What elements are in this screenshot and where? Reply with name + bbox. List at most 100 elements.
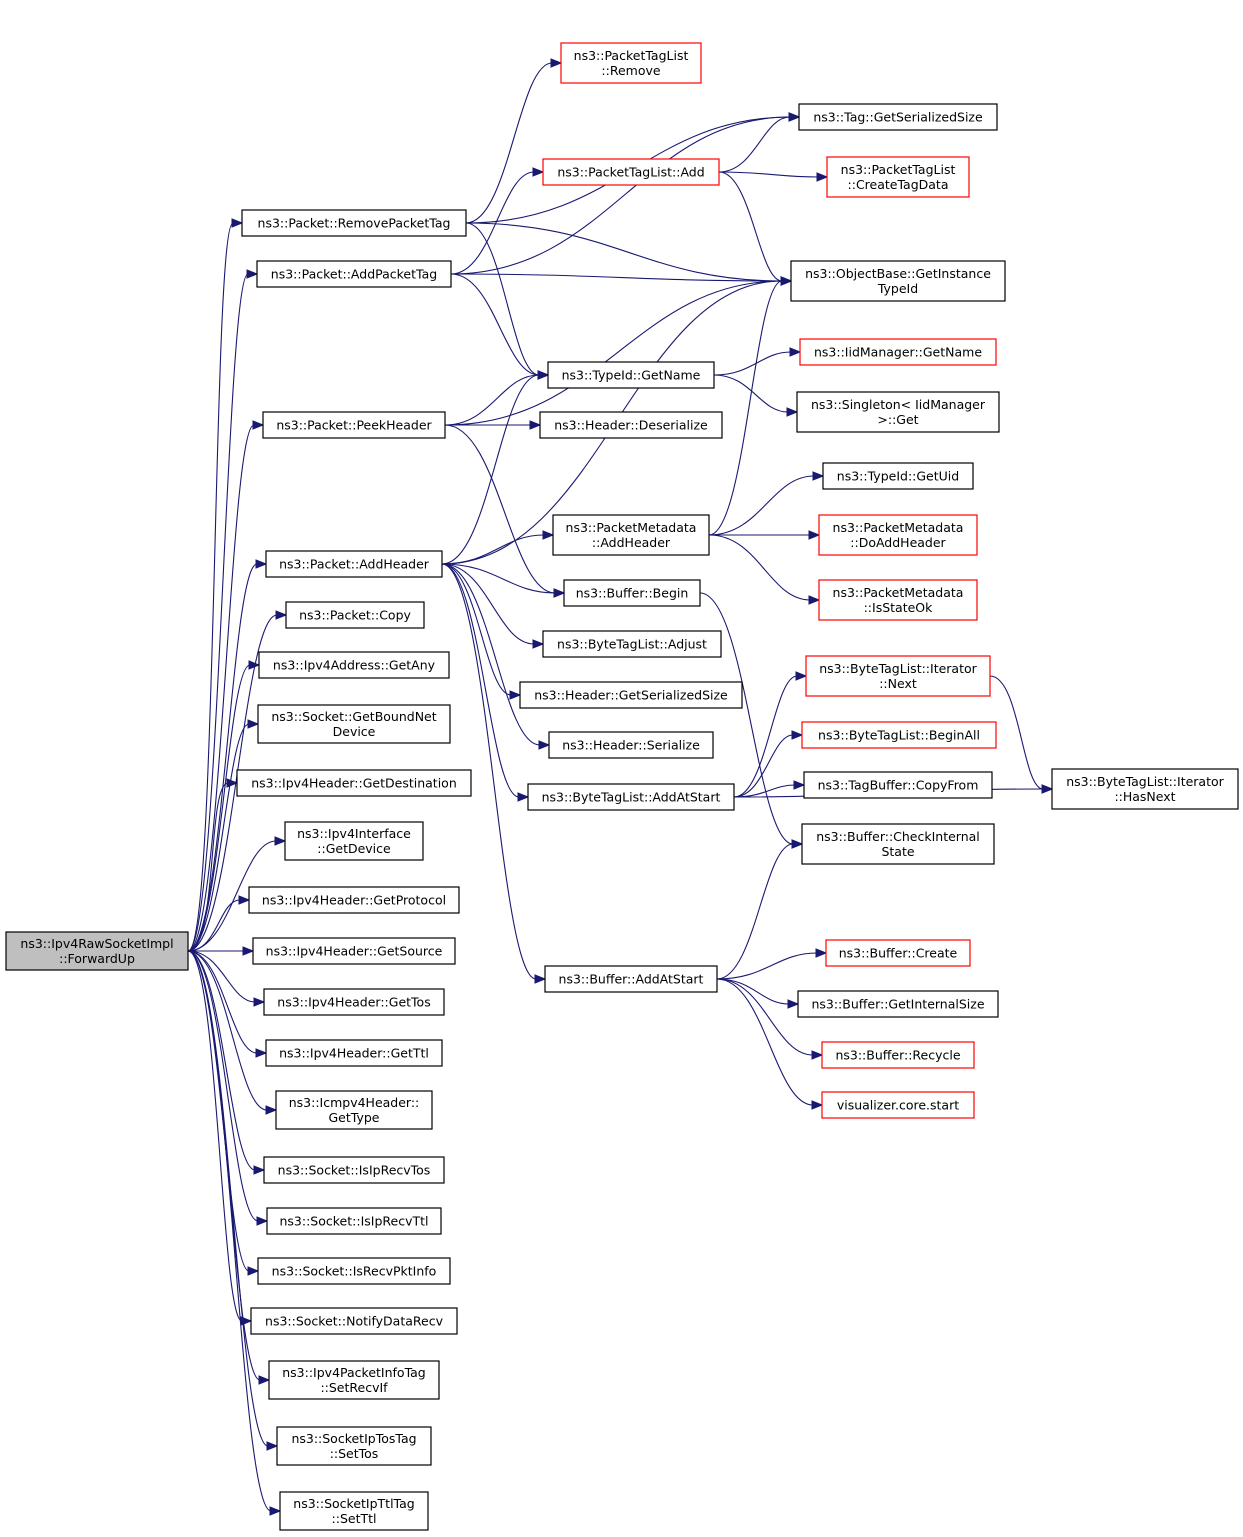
node-label: ns3::Packet::AddPacketTag	[271, 267, 437, 282]
node-label: ns3::Tag::GetSerializedSize	[813, 110, 983, 125]
edge-root-to-get-tos	[187, 950, 266, 1007]
node-add-packet-tag[interactable]: ns3::Packet::AddPacketTag	[256, 260, 452, 288]
node-label: ns3::PacketTagList	[841, 162, 956, 177]
node-if-get-device[interactable]: ns3::Ipv4Interface::GetDevice	[284, 821, 424, 861]
node-tag-buffer-copy-from[interactable]: ns3::TagBuffer::CopyFrom	[803, 771, 993, 799]
node-box	[796, 391, 1000, 433]
node-get-any[interactable]: ns3::Ipv4Address::GetAny	[258, 651, 450, 679]
node-ptl-remove[interactable]: ns3::PacketTagList::Remove	[560, 42, 702, 84]
node-box	[5, 931, 189, 971]
node-box	[822, 462, 974, 490]
node-label: ::HasNext	[1114, 789, 1175, 804]
node-box	[539, 411, 723, 439]
node-get-uid[interactable]: ns3::TypeId::GetUid	[822, 462, 974, 490]
node-box	[821, 1091, 975, 1119]
node-notify-data-recv[interactable]: ns3::Socket::NotifyDataRecv	[250, 1307, 458, 1335]
node-header-deserialize[interactable]: ns3::Header::Deserialize	[539, 411, 723, 439]
node-peek-header[interactable]: ns3::Packet::PeekHeader	[262, 411, 446, 439]
node-set-tos[interactable]: ns3::SocketIpTosTag::SetTos	[276, 1426, 432, 1466]
node-begin-all[interactable]: ns3::ByteTagList::BeginAll	[801, 721, 997, 749]
node-box	[548, 731, 714, 759]
node-box	[241, 209, 467, 237]
call-nodes: ns3::Ipv4RawSocketImpl::ForwardUp ns3::Pa…	[5, 42, 1239, 1531]
node-get-source[interactable]: ns3::Ipv4Header::GetSource	[252, 937, 456, 965]
edge-peek-header-to-header-deserialize	[444, 420, 542, 430]
node-icmp-get-type[interactable]: ns3::Icmpv4Header::GetType	[275, 1090, 433, 1130]
node-set-recv-if[interactable]: ns3::Ipv4PacketInfoTag::SetRecvIf	[268, 1360, 440, 1400]
node-header-serialize[interactable]: ns3::Header::Serialize	[548, 731, 714, 759]
edge-buffer-add-at-start-to-viz-start	[716, 978, 824, 1110]
node-iter-has-next[interactable]: ns3::ByteTagList::Iterator::HasNext	[1051, 768, 1239, 810]
edge-add-header-to-pm-add-header	[441, 530, 555, 565]
node-get-internal-size[interactable]: ns3::Buffer::GetInternalSize	[797, 990, 999, 1018]
node-label: >::Get	[877, 412, 918, 427]
node-label: ns3::TagBuffer::CopyFrom	[818, 778, 979, 793]
node-header-get-serialized-size[interactable]: ns3::Header::GetSerializedSize	[519, 681, 743, 709]
node-ptl-create-tag-data[interactable]: ns3::PacketTagList::CreateTagData	[826, 156, 970, 198]
edge-add-packet-tag-to-type-id-get-name	[450, 273, 550, 380]
node-btl-add-at-start[interactable]: ns3::ByteTagList::AddAtStart	[527, 783, 735, 811]
node-label: ns3::Buffer::GetInternalSize	[811, 997, 984, 1012]
node-box	[527, 783, 735, 811]
node-label: ::DoAddHeader	[850, 535, 946, 550]
node-type-id-get-name[interactable]: ns3::TypeId::GetName	[547, 361, 715, 389]
node-box	[547, 361, 715, 389]
node-buffer-add-at-start[interactable]: ns3::Buffer::AddAtStart	[544, 965, 718, 993]
node-label: ::Next	[879, 676, 917, 691]
node-singleton-get[interactable]: ns3::Singleton< IidManager>::Get	[796, 391, 1000, 433]
node-get-ttl[interactable]: ns3::Ipv4Header::GetTtl	[265, 1039, 443, 1067]
node-viz-start[interactable]: visualizer.core.start	[821, 1091, 975, 1119]
node-copy[interactable]: ns3::Packet::Copy	[285, 601, 425, 629]
node-pm-add-header[interactable]: ns3::PacketMetadata::AddHeader	[552, 514, 710, 556]
edge-root-to-get-source	[187, 946, 255, 956]
node-get-protocol[interactable]: ns3::Ipv4Header::GetProtocol	[248, 886, 460, 914]
edge-add-header-to-buffer-add-at-start	[441, 563, 547, 984]
node-get-destination[interactable]: ns3::Ipv4Header::GetDestination	[236, 769, 472, 797]
node-label: ns3::Buffer::Create	[839, 946, 958, 961]
node-label: GetType	[329, 1110, 380, 1125]
node-pm-do-add-header[interactable]: ns3::PacketMetadata::DoAddHeader	[818, 514, 978, 556]
node-get-tos[interactable]: ns3::Ipv4Header::GetTos	[263, 988, 445, 1016]
node-iter-next[interactable]: ns3::ByteTagList::Iterator::Next	[805, 655, 991, 697]
node-is-ip-recv-tos[interactable]: ns3::Socket::IsIpRecvTos	[263, 1156, 445, 1184]
node-iid-get-name[interactable]: ns3::IidManager::GetName	[799, 338, 997, 366]
node-set-ttl[interactable]: ns3::SocketIpTtlTag::SetTtl	[279, 1491, 429, 1531]
node-is-recv-pkt-info[interactable]: ns3::Socket::IsRecvPktInfo	[257, 1257, 451, 1285]
node-box	[284, 821, 424, 861]
node-label: ns3::Ipv4Header::GetDestination	[251, 776, 457, 791]
node-label: ::SetRecvIf	[320, 1380, 388, 1395]
node-buffer-begin[interactable]: ns3::Buffer::Begin	[563, 579, 701, 607]
node-label: ns3::Ipv4RawSocketImpl	[20, 936, 173, 951]
node-add-header[interactable]: ns3::Packet::AddHeader	[265, 550, 443, 578]
edge-buffer-add-at-start-to-get-internal-size	[716, 978, 800, 1009]
node-label: ns3::PacketMetadata	[566, 520, 697, 535]
node-label: ns3::ByteTagList::Iterator	[819, 661, 977, 676]
node-box	[825, 939, 971, 967]
node-root[interactable]: ns3::Ipv4RawSocketImpl::ForwardUp	[5, 931, 189, 971]
node-box	[275, 1090, 433, 1130]
node-remove-packet-tag[interactable]: ns3::Packet::RemovePacketTag	[241, 209, 467, 237]
node-pm-is-state-ok[interactable]: ns3::PacketMetadata::IsStateOk	[818, 579, 978, 621]
node-label: ns3::Header::GetSerializedSize	[534, 688, 728, 703]
node-tag-get-serialized-size[interactable]: ns3::Tag::GetSerializedSize	[798, 103, 998, 131]
edge-root-to-get-any	[187, 660, 261, 952]
node-is-ip-recv-ttl[interactable]: ns3::Socket::IsIpRecvTtl	[266, 1207, 442, 1235]
node-buffer-recycle[interactable]: ns3::Buffer::Recycle	[821, 1041, 975, 1069]
edge-root-to-set-ttl	[187, 950, 282, 1516]
node-label: ::Remove	[601, 63, 660, 78]
node-box	[265, 1039, 443, 1067]
node-label: ::AddHeader	[592, 535, 671, 550]
node-label: ns3::Ipv4Address::GetAny	[273, 658, 436, 673]
node-ptl-add[interactable]: ns3::PacketTagList::Add	[542, 158, 720, 186]
node-box	[252, 937, 456, 965]
edge-pm-add-header-to-get-instance-type-id	[708, 276, 793, 536]
edge-root-to-remove-packet-tag	[187, 218, 244, 952]
node-box	[1051, 768, 1239, 810]
edge-root-to-get-protocol	[187, 895, 251, 952]
node-buffer-create[interactable]: ns3::Buffer::Create	[825, 939, 971, 967]
node-label: ns3::Buffer::Begin	[576, 586, 689, 601]
node-btl-adjust[interactable]: ns3::ByteTagList::Adjust	[542, 630, 722, 658]
